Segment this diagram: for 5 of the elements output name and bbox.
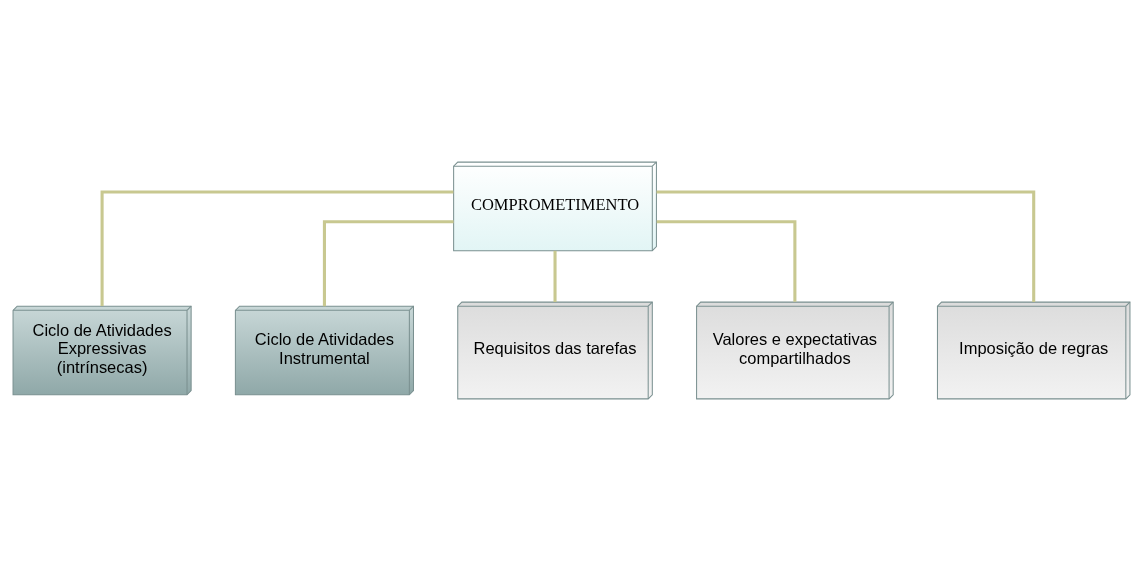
connector: [100, 190, 454, 306]
connector: [322, 220, 454, 307]
connector: [656, 220, 797, 302]
connector: [553, 250, 557, 302]
connector: [656, 190, 1036, 303]
